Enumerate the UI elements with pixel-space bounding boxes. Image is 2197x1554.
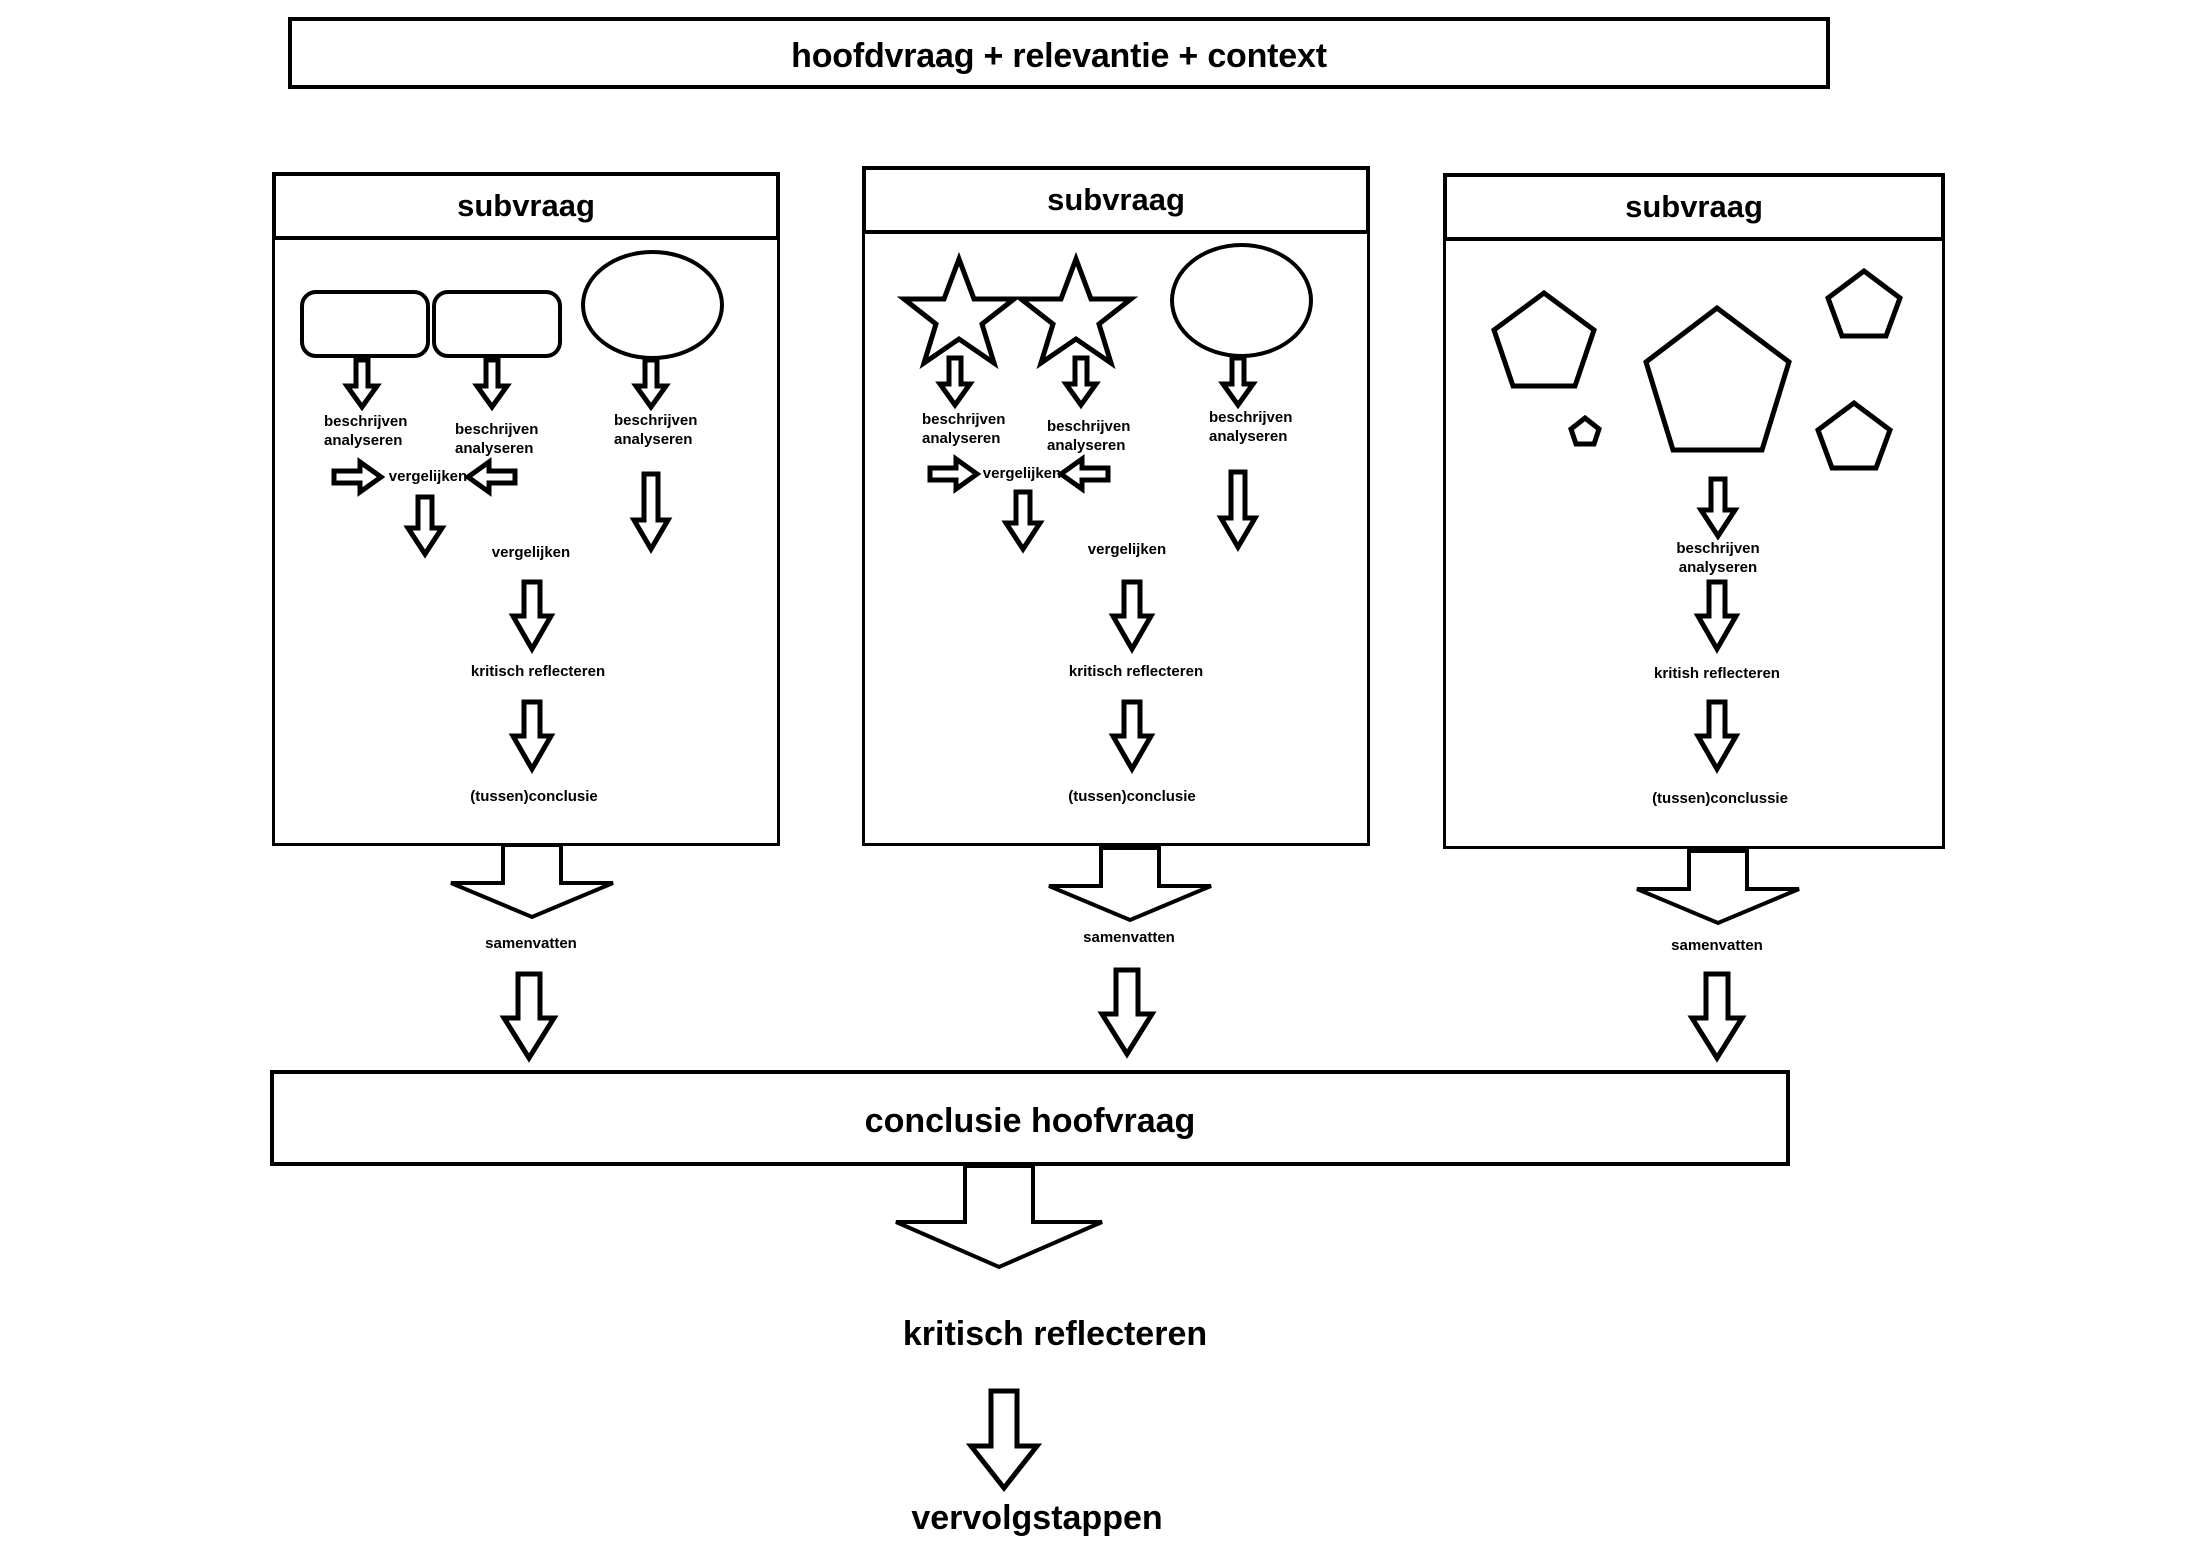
pentagon-shape-3c (1815, 399, 1893, 471)
pentagon-shape-3-large (1643, 304, 1792, 453)
down-arrow-icon-3a (1696, 476, 1740, 541)
main-question-box: hoofdvraag + relevantie + context (288, 17, 1830, 89)
caption-describe-1b: beschrijven analyseren (455, 421, 538, 459)
caption-conclusion-1: (tussen)conclusie (470, 788, 598, 805)
caption-line-1: beschrijven (1047, 418, 1131, 435)
caption-summarize-2: samenvatten (1083, 929, 1175, 946)
left-arrow-icon-2 (1056, 454, 1111, 494)
caption-reflect-3: kritish reflecteren (1654, 665, 1780, 682)
wide-down-arrow-icon-2 (1048, 846, 1212, 923)
star-shape-2b (1013, 251, 1139, 370)
down-arrow-icon-1f (508, 579, 556, 655)
caption-line-1: beschrijven (1676, 540, 1760, 557)
down-arrow-icon-1a (342, 357, 382, 412)
down-arrow-icon-2e (1216, 469, 1260, 552)
caption-describe-1c: beschrijven analyseren (614, 412, 697, 450)
pentagon-shape-3-small (1568, 414, 1602, 447)
caption-line-1: beschrijven (614, 412, 698, 429)
caption-line-1: beschrijven (922, 411, 1006, 428)
main-question-label: hoofdvraag + relevantie + context (791, 37, 1327, 75)
final-reflect-label: kritisch reflecteren (902, 1315, 1208, 1353)
down-arrow-icon-into-conclusion-3 (1687, 971, 1747, 1063)
rounded-rectangle-shape-1a (300, 290, 430, 358)
down-arrow-icon-2a (935, 355, 975, 410)
down-arrow-icon-2g (1108, 699, 1156, 775)
rounded-rectangle-shape-1b (432, 290, 562, 358)
down-arrow-icon-into-conclusion-2 (1097, 967, 1157, 1059)
subvraag-1-header-label: subvraag (457, 188, 595, 223)
ellipse-shape-2 (1170, 243, 1313, 358)
caption-compare-lower-2: vergelijken (1087, 541, 1167, 558)
caption-summarize-1: samenvatten (485, 935, 577, 952)
right-arrow-icon-2 (927, 454, 982, 494)
caption-line-2: analyseren (1678, 558, 1758, 576)
down-arrow-icon-1c (631, 357, 671, 412)
subvraag-3-header-label: subvraag (1625, 189, 1763, 224)
subvraag-3-header: subvraag (1443, 173, 1945, 241)
caption-line-2: analyseren (455, 439, 534, 457)
wide-down-arrow-icon-final (895, 1164, 1103, 1270)
star-shape-2a (896, 251, 1022, 370)
right-arrow-icon-1 (331, 457, 386, 497)
caption-line-2: analyseren (1209, 427, 1288, 445)
caption-line-1: beschrijven (1209, 409, 1293, 426)
caption-conclusion-2: (tussen)conclusie (1068, 788, 1196, 805)
caption-conclusion-3: (tussen)conclussie (1652, 790, 1788, 807)
down-arrow-icon-3b (1693, 579, 1741, 655)
caption-describe-2a: beschrijven analyseren (922, 411, 1005, 449)
caption-summarize-3: samenvatten (1671, 937, 1763, 954)
caption-describe-2c: beschrijven analyseren (1209, 409, 1292, 447)
ellipse-shape-1 (581, 250, 724, 360)
wide-down-arrow-icon-1 (450, 843, 614, 920)
caption-describe-1a: beschrijven analyseren (324, 413, 407, 451)
caption-line-1: beschrijven (455, 421, 539, 438)
caption-describe-2b: beschrijven analyseren (1047, 418, 1130, 456)
down-arrow-icon-3c (1693, 699, 1741, 775)
subvraag-2-header: subvraag (862, 166, 1370, 234)
down-arrow-icon-1b (472, 357, 512, 412)
down-arrow-icon-2b (1061, 355, 1101, 410)
down-arrow-icon-1g (508, 699, 556, 775)
caption-compare-lower-1: vergelijken (491, 544, 571, 561)
caption-reflect-1: kritisch reflecteren (470, 663, 606, 680)
conclusion-label: conclusie hoofvraag (864, 1102, 1196, 1140)
down-arrow-icon-2d (1001, 489, 1045, 554)
caption-line-1: beschrijven (324, 413, 408, 430)
subvraag-2-header-label: subvraag (1047, 182, 1185, 217)
down-arrow-icon-2c (1218, 355, 1258, 410)
down-arrow-icon-into-conclusion-1 (499, 971, 559, 1063)
pentagon-shape-3a (1491, 289, 1597, 389)
conclusion-box: conclusie hoofvraag (270, 1070, 1790, 1166)
caption-line-2: analyseren (324, 431, 403, 449)
pentagon-shape-3b (1825, 267, 1903, 339)
left-arrow-icon-1 (463, 457, 518, 497)
caption-describe-3: beschrijven analyseren (1676, 540, 1759, 578)
down-arrow-icon-final-step (965, 1388, 1043, 1493)
wide-down-arrow-icon-3 (1636, 849, 1800, 926)
caption-line-2: analyseren (922, 429, 1001, 447)
next-steps-label: vervolgstappen (911, 1499, 1163, 1537)
caption-line-2: analyseren (1047, 436, 1126, 454)
caption-compare-inline-2: vergelijken (982, 465, 1062, 482)
down-arrow-icon-1e (629, 471, 673, 554)
down-arrow-icon-2f (1108, 579, 1156, 655)
down-arrow-icon-1d (403, 494, 447, 559)
caption-line-2: analyseren (614, 430, 693, 448)
caption-compare-inline-1: vergelijken (388, 468, 468, 485)
subvraag-1-header: subvraag (272, 172, 780, 240)
caption-reflect-2: kritisch reflecteren (1068, 663, 1204, 680)
